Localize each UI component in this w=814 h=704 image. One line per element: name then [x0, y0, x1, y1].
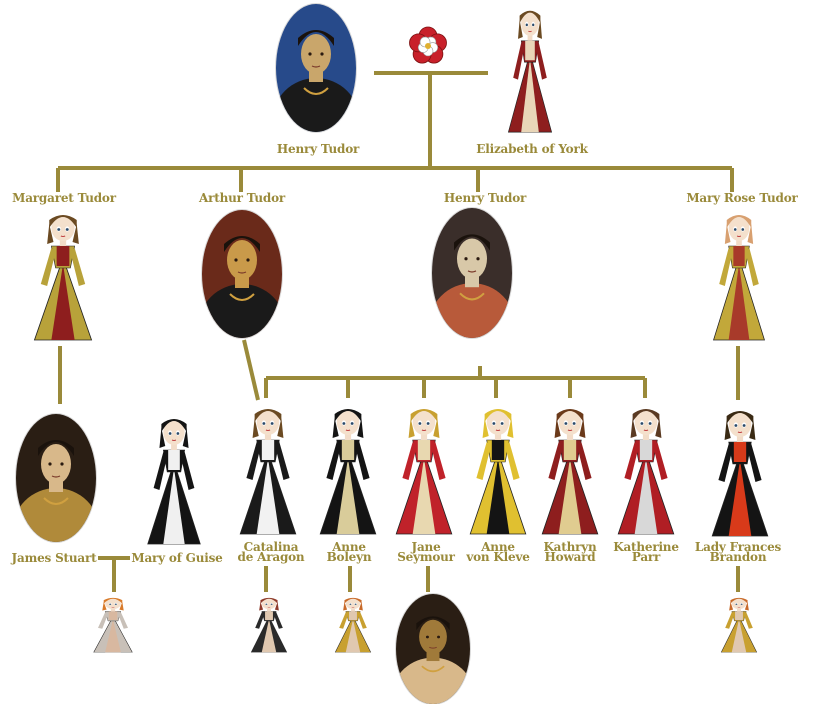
katherine-parr-name-line1: Katherine [613, 540, 679, 554]
james-stuart-portrait [16, 414, 96, 542]
mary-of-guise-figure [140, 410, 208, 548]
child-elizabeth-figure [330, 594, 376, 654]
jane-seymour-name-line2: Seymour [397, 550, 455, 564]
henry-vii-portrait [276, 4, 356, 132]
jane-seymour-name-line1: Jane [411, 540, 441, 554]
jane-seymour-figure [388, 400, 460, 538]
family-tree: Henry Tudor Elizabeth of York Margaret T… [11, 2, 798, 704]
kathryn-howard-figure [534, 400, 606, 538]
anne-boleyn-name-line1: Anne [332, 540, 366, 554]
mary-rose-tudor-figure [706, 206, 772, 344]
henry-viii-name: Henry Tudor [443, 191, 527, 205]
elizabeth-of-york-name: Elizabeth of York [476, 142, 588, 156]
child-edward-portrait [396, 594, 470, 704]
lady-frances-brandon-figure [704, 402, 776, 540]
arthur-tudor-name: Arthur Tudor [199, 191, 285, 205]
anne-boleyn-name-line2: Boleyn [326, 550, 372, 564]
elizabeth-of-york-figure [502, 2, 558, 136]
anne-von-kleve-name-line1: Anne [481, 540, 515, 554]
mary-rose-tudor-name: Mary Rose Tudor [686, 191, 798, 205]
catalina-name-line1: Catalina [243, 540, 299, 554]
mary-of-guise-name: Mary of Guise [131, 551, 223, 565]
katherine-parr-name-line2: Parr [631, 550, 661, 564]
rose-center [425, 43, 431, 49]
catalina-name-line2: de Aragon [237, 550, 305, 564]
james-stuart-name: James Stuart [11, 551, 97, 565]
child-jane-grey-figure [716, 594, 762, 654]
henry-vii-name: Henry Tudor [276, 142, 360, 156]
child-mary-stuart-figure [88, 594, 138, 654]
kathryn-howard-name-line2: Howard [544, 550, 596, 564]
arthur-tudor-portrait [202, 210, 282, 338]
henry-viii-portrait [432, 208, 512, 338]
katherine-parr-figure [610, 400, 682, 538]
child-mary-tudor-figure [246, 594, 292, 654]
kathryn-howard-name-line1: Kathryn [543, 540, 597, 554]
anne-boleyn-figure [312, 400, 384, 538]
anne-von-kleve-figure [462, 400, 534, 538]
lady-frances-brandon-name-line2: Brandon [709, 550, 767, 564]
lady-frances-brandon-name-line1: Lady Frances [694, 540, 782, 554]
anne-von-kleve-name-line2: von Kleve [466, 550, 530, 564]
tudor-rose-icon [406, 24, 450, 68]
margaret-tudor-figure [26, 206, 100, 344]
margaret-tudor-name: Margaret Tudor [12, 191, 116, 205]
connector-line [242, 339, 260, 401]
catalina-figure [232, 400, 304, 538]
tree-connectors [56, 71, 740, 592]
